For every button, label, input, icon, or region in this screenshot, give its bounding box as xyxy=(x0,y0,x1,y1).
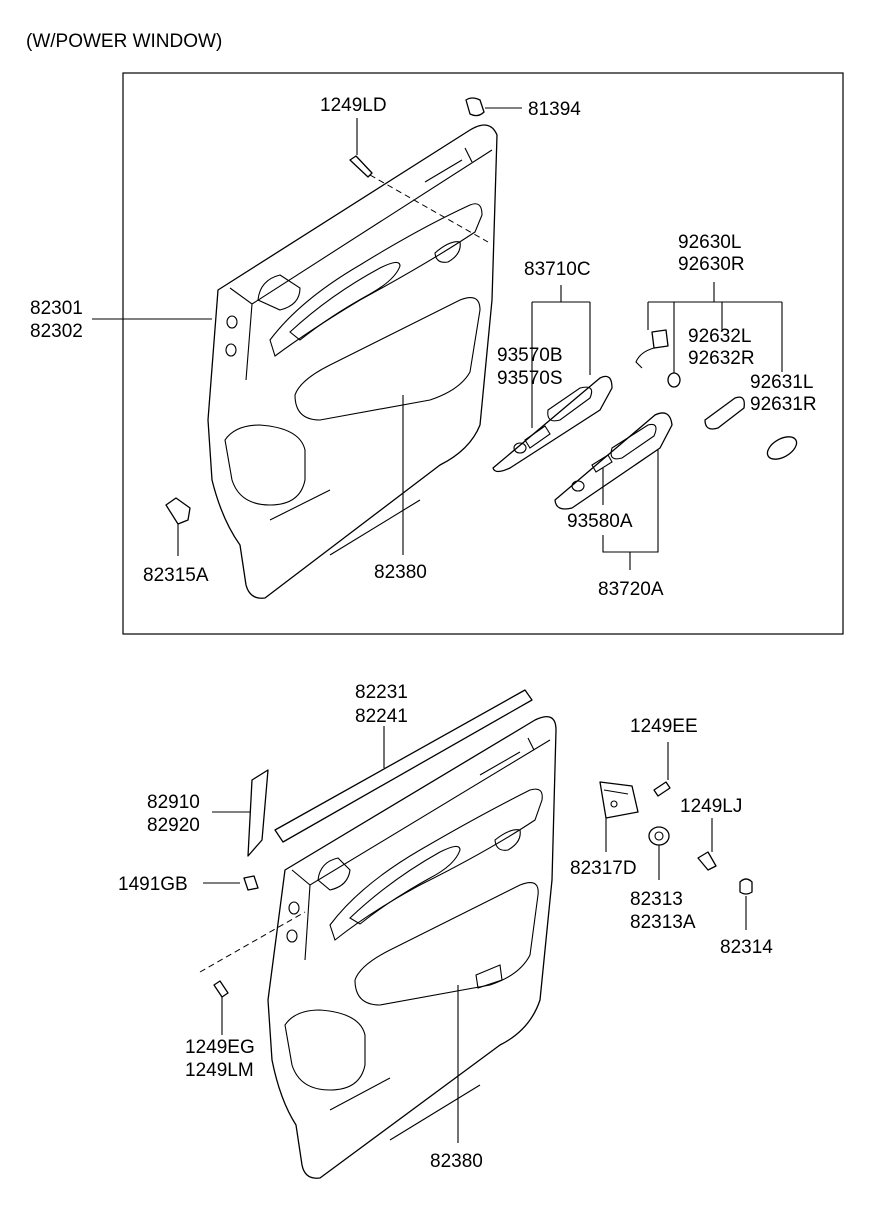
lens-92631 xyxy=(766,436,798,460)
callout-92631R: 92631R xyxy=(750,394,817,415)
callout-1249LM: 1249LM xyxy=(185,1060,254,1081)
clip-82315A xyxy=(165,497,191,525)
screw-1249EE xyxy=(653,781,671,797)
callout-92631L: 92631L xyxy=(750,372,813,393)
callout-93570S: 93570S xyxy=(497,368,563,389)
callout-1249EE: 1249EE xyxy=(630,716,698,737)
clip-1491GB xyxy=(243,875,259,891)
lamp-socket-92630 xyxy=(635,329,669,369)
callout-1249EG: 1249EG xyxy=(185,1037,255,1058)
callout-1491GB: 1491GB xyxy=(118,874,188,895)
callout-82314: 82314 xyxy=(720,937,773,958)
callout-82301: 82301 xyxy=(30,298,83,319)
clip-81394 xyxy=(465,97,485,117)
lower-section: 82231 82241 82910 82920 xyxy=(118,682,773,1179)
callout-82315A: 82315A xyxy=(143,565,209,586)
callout-82302: 82302 xyxy=(30,321,83,342)
door-trim-panel-lower xyxy=(267,716,557,1179)
callout-82241: 82241 xyxy=(355,706,408,727)
lamp-housing-92632 xyxy=(704,396,745,430)
bulb-92630 xyxy=(667,372,681,388)
garnish-82910 xyxy=(247,769,269,857)
callout-92632R: 92632R xyxy=(688,348,755,369)
callout-93570B: 93570B xyxy=(497,345,563,366)
washer-82313 xyxy=(648,826,670,846)
callout-1249LD: 1249LD xyxy=(320,95,387,116)
screw-1249LJ xyxy=(697,851,717,871)
bracket-82317D xyxy=(599,781,639,819)
callout-82317D: 82317D xyxy=(570,858,637,879)
door-trim-panel-upper xyxy=(207,124,498,599)
callout-82313: 82313 xyxy=(630,889,683,910)
callout-82920: 82920 xyxy=(147,815,200,836)
switch-bezel-83720A xyxy=(554,412,673,510)
cap-82314 xyxy=(739,878,753,895)
callout-83710C: 83710C xyxy=(524,259,591,280)
callout-1249LJ: 1249LJ xyxy=(680,796,742,817)
callout-81394: 81394 xyxy=(528,99,581,120)
callout-92632L: 92632L xyxy=(688,326,751,347)
callout-92630R: 92630R xyxy=(678,254,745,275)
callout-83720A: 83720A xyxy=(598,579,664,600)
callout-82380-upper: 82380 xyxy=(374,562,427,583)
switch-bezel-83710C xyxy=(492,375,613,473)
screw-1249EG xyxy=(199,911,306,998)
upper-section: 1249LD 81394 82301 82302 82315A 82380 83… xyxy=(30,72,844,635)
screw-1249LD xyxy=(349,155,489,243)
callout-82910: 82910 xyxy=(147,792,200,813)
callout-82231: 82231 xyxy=(355,682,408,703)
diagram-heading: (W/POWER WINDOW) xyxy=(26,31,222,52)
callout-82380-lower: 82380 xyxy=(430,1151,483,1172)
upper-frame xyxy=(122,72,844,635)
callout-82313A: 82313A xyxy=(630,912,696,933)
callout-93580A: 93580A xyxy=(567,511,633,532)
callout-92630L: 92630L xyxy=(678,232,741,253)
weatherstrip-82231 xyxy=(274,689,533,843)
